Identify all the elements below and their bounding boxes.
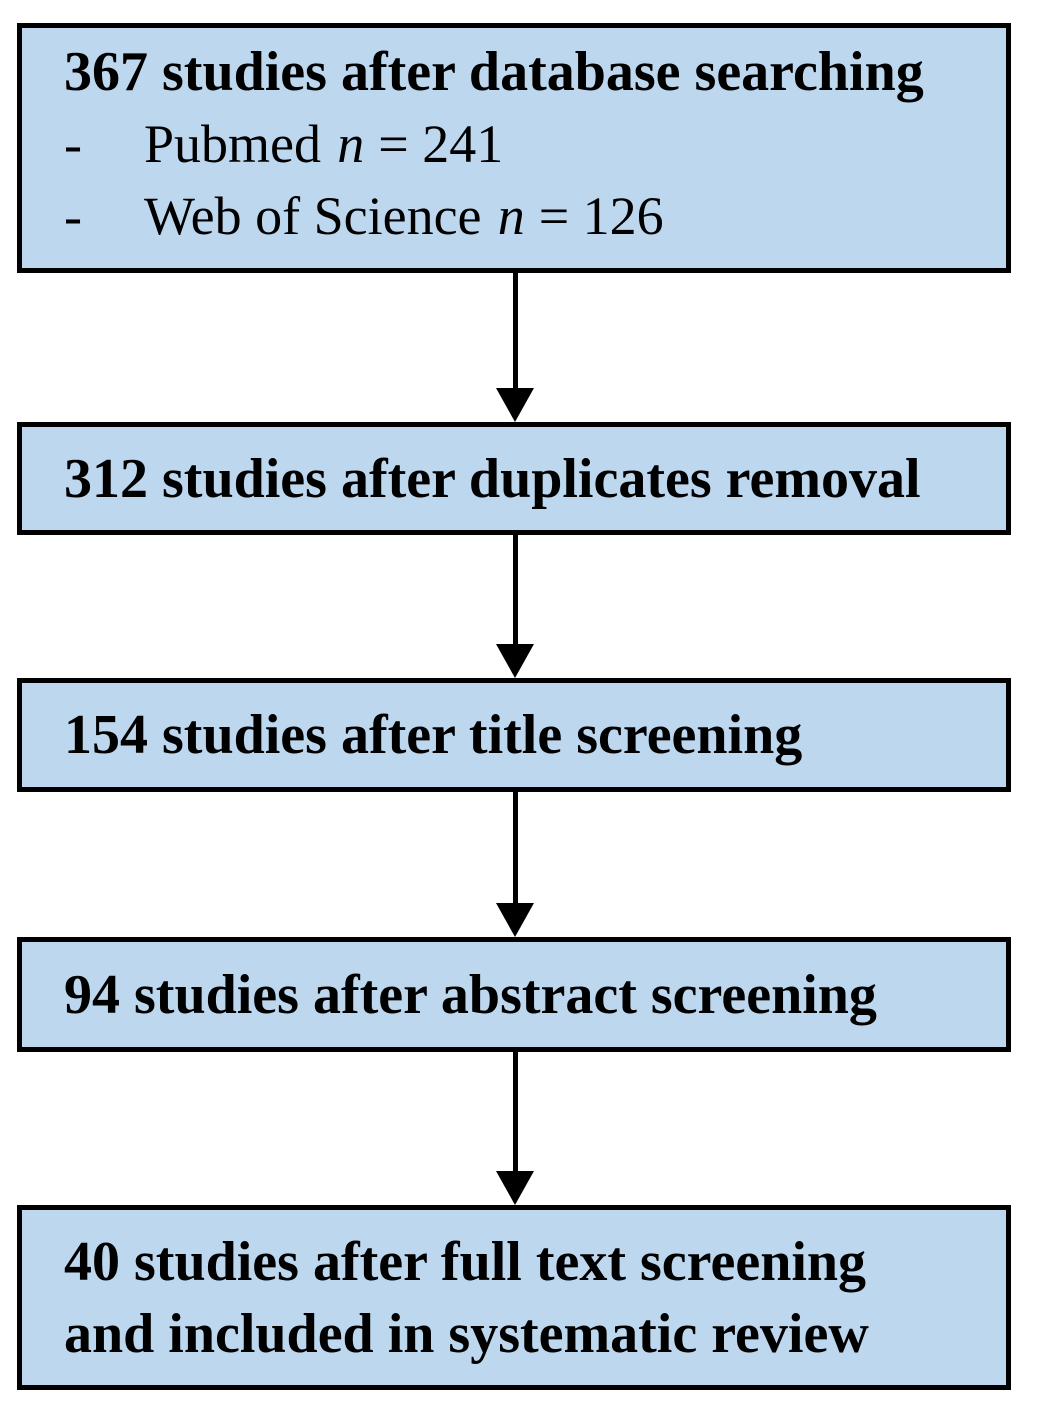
arrow-head xyxy=(496,644,534,678)
box-title: 367 studies after database searching xyxy=(64,41,924,103)
flow-arrow xyxy=(496,535,534,678)
flow-box-abstract-screening: 94 studies after abstract screening xyxy=(17,937,1011,1052)
box-title-line-1: 40 studies after full text screening xyxy=(64,1230,867,1293)
flow-arrow xyxy=(496,1052,534,1205)
n-value: = 241 xyxy=(378,114,504,174)
box-title: 154 studies after title screening xyxy=(64,704,803,766)
arrow-shaft xyxy=(512,535,518,644)
box-title: 94 studies after abstract screening xyxy=(64,963,877,1026)
arrow-head xyxy=(496,1171,534,1205)
flow-box-database-searching: 367 studies after database searching - P… xyxy=(17,23,1011,273)
box-title: 312 studies after duplicates removal xyxy=(64,447,921,510)
source-name: Pubmed xyxy=(144,114,322,174)
source-name: Web of Science xyxy=(144,186,482,246)
n-variable: n xyxy=(337,114,365,174)
n-value: = 126 xyxy=(538,186,664,246)
flow-arrow xyxy=(496,273,534,422)
arrow-shaft xyxy=(512,273,518,388)
n-variable: n xyxy=(497,186,525,246)
arrow-head xyxy=(496,903,534,937)
box-title-line-2: and included in systematic review xyxy=(64,1302,869,1365)
flow-box-full-text-screening: 40 studies after full text screening and… xyxy=(17,1205,1011,1390)
arrow-head xyxy=(496,388,534,422)
arrow-shaft xyxy=(512,792,518,903)
flow-box-duplicates-removal: 312 studies after duplicates removal xyxy=(17,422,1011,535)
arrow-shaft xyxy=(512,1052,518,1171)
flow-arrow xyxy=(496,792,534,937)
flow-box-title-screening: 154 studies after title screening xyxy=(17,678,1011,792)
dash-bullet: - xyxy=(64,114,82,174)
dash-bullet: - xyxy=(64,186,82,246)
